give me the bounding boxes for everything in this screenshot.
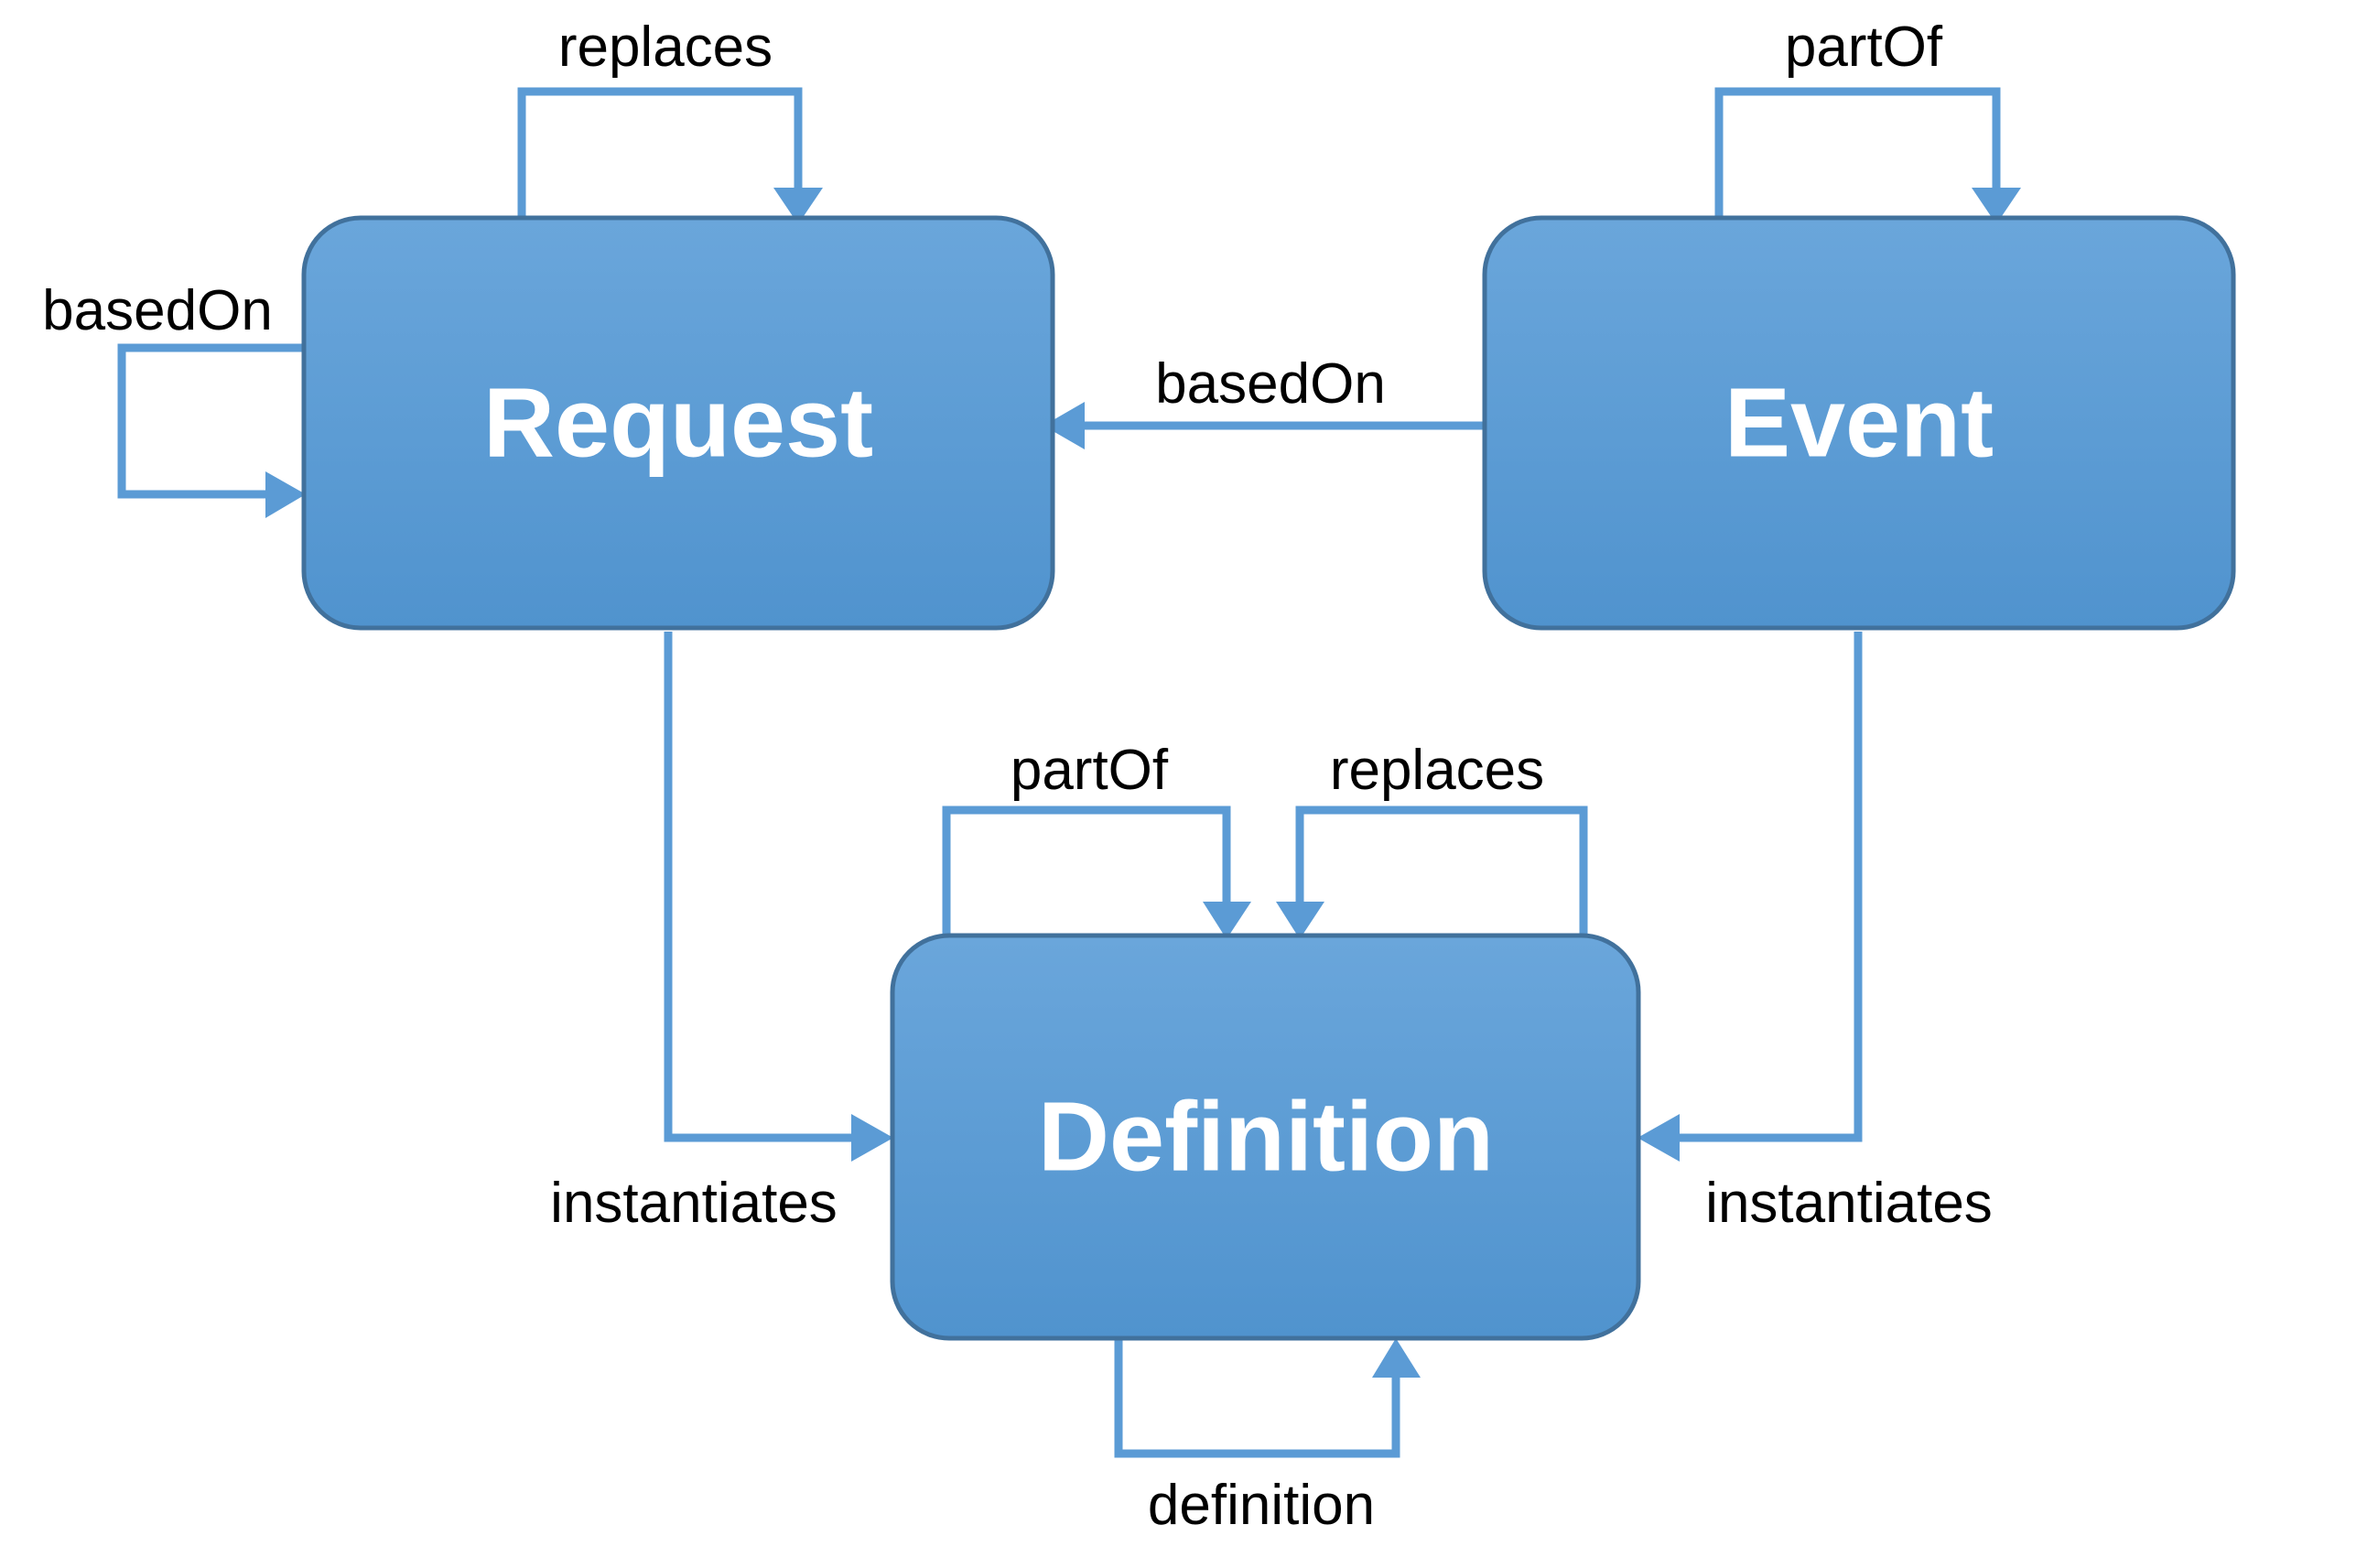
edge-request-instantiates-definition bbox=[664, 632, 893, 1162]
node-event-label: Event bbox=[1724, 367, 1994, 478]
node-definition-label: Definition bbox=[1038, 1081, 1494, 1192]
node-event[interactable]: Event bbox=[1482, 215, 2236, 631]
edge-request-replaces-self bbox=[517, 87, 823, 224]
edge-event-instantiates-definition bbox=[1638, 632, 1863, 1162]
node-request-label: Request bbox=[483, 367, 873, 478]
edge-label-instantiates-left: instantiates bbox=[550, 1172, 838, 1235]
edge-label-instantiates-right: instantiates bbox=[1705, 1172, 1993, 1235]
edge-definition-partof-self bbox=[942, 806, 1251, 939]
edge-label-replaces-definition: replaces bbox=[1330, 739, 1544, 802]
node-request[interactable]: Request bbox=[301, 215, 1055, 631]
edge-label-partof-event: partOf bbox=[1785, 16, 1943, 79]
edge-label-basedon-request-self: basedOn bbox=[42, 279, 273, 342]
edge-label-partof-definition: partOf bbox=[1011, 739, 1169, 802]
edge-label-replaces-request: replaces bbox=[558, 16, 773, 79]
node-definition[interactable]: Definition bbox=[890, 933, 1641, 1341]
edge-request-basedon-self bbox=[117, 343, 307, 518]
edge-label-basedon-event-request: basedOn bbox=[1155, 352, 1386, 416]
edge-definition-definition-self bbox=[1114, 1336, 1421, 1458]
edge-event-partof-self bbox=[1714, 87, 2021, 224]
edge-label-definition-self: definition bbox=[1148, 1474, 1375, 1537]
edge-definition-replaces-self bbox=[1276, 806, 1588, 939]
edge-event-basedon-request bbox=[1043, 402, 1483, 449]
